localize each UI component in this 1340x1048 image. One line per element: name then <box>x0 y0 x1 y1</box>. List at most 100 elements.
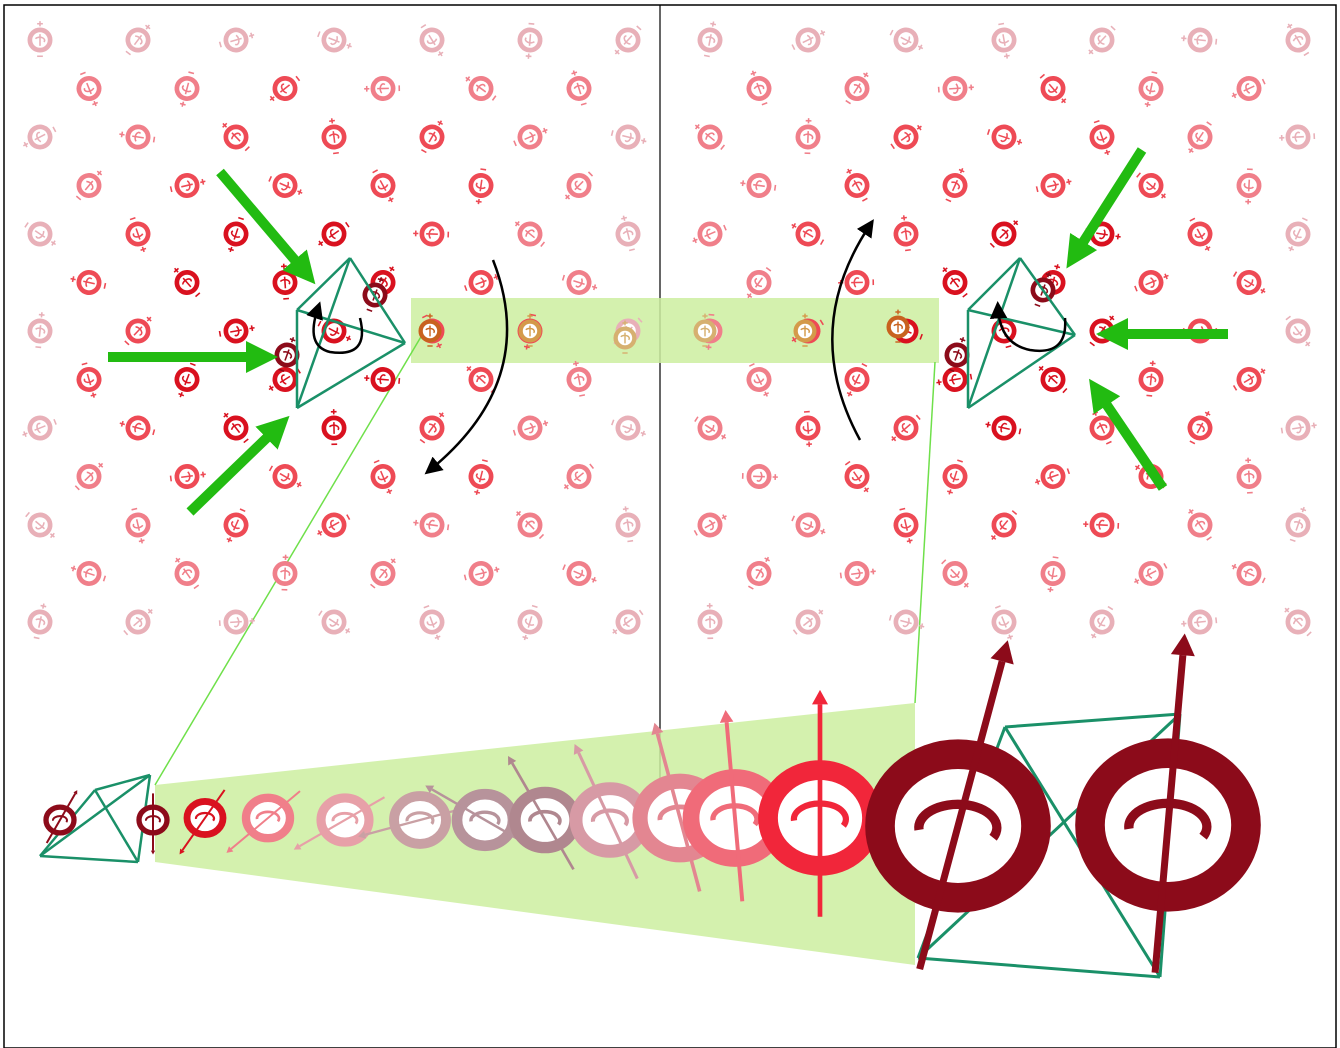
lattice-spin <box>1279 124 1316 150</box>
lattice-spin <box>692 221 727 247</box>
lattice-spin <box>364 367 401 392</box>
lattice-spin <box>561 270 598 295</box>
tetrahedron-icon <box>966 257 1077 410</box>
lattice-spin <box>888 609 925 635</box>
chain-spin <box>43 790 78 844</box>
lattice-spin <box>741 464 778 489</box>
lattice-spin <box>1138 360 1164 397</box>
lattice-spin <box>891 414 921 442</box>
lattice-spin <box>566 360 592 397</box>
lattice-spin <box>614 25 642 55</box>
lattice-spin <box>746 556 772 590</box>
lattice-spin <box>985 415 1022 441</box>
chain-spin <box>358 791 469 849</box>
lattice-spin <box>937 76 974 101</box>
lattice-spin <box>990 510 1018 540</box>
lattice-spin <box>1280 415 1317 441</box>
lattice-spin <box>1136 172 1166 199</box>
magnetic-moment-arrow-icon <box>724 722 745 902</box>
lattice-spin <box>1138 71 1164 108</box>
magnetic-moment-arrow-icon <box>655 733 702 892</box>
lattice-spin <box>318 221 350 247</box>
lattice-spin <box>1035 173 1072 198</box>
rotation-arrow-icon <box>424 259 509 475</box>
lattice-spin <box>1039 73 1067 104</box>
lattice-spin <box>413 221 450 247</box>
lattice-spin <box>321 409 347 446</box>
lattice-spin <box>1040 556 1066 593</box>
band-spin <box>793 313 817 347</box>
lattice-spin <box>75 170 103 201</box>
lattice-spin <box>419 605 445 640</box>
chain-spin <box>179 789 227 855</box>
lattice-spin <box>697 603 723 640</box>
lattice-spin <box>223 412 249 444</box>
lattice-spin <box>514 221 546 247</box>
lattice-spin <box>1231 561 1266 586</box>
spin-lattice <box>22 21 1317 641</box>
magnetic-moment-arrow-icon <box>181 789 226 851</box>
lattice-spin <box>222 122 250 152</box>
lattice-spin <box>173 267 201 298</box>
lattice-spin <box>125 216 151 253</box>
lattice-spin <box>169 173 206 198</box>
lattice-spin <box>1134 270 1169 295</box>
lattice-spin <box>515 510 545 540</box>
lattice-spin <box>1232 367 1266 392</box>
lattice-spin <box>942 167 968 203</box>
lattice-spin <box>125 507 151 544</box>
lattice-spin <box>795 118 821 155</box>
lattice-spin <box>174 362 200 398</box>
lattice-spin <box>465 76 497 101</box>
lattice-spin <box>419 120 445 154</box>
lattice-spin <box>936 367 973 392</box>
lattice-spin <box>317 512 351 538</box>
lattice-spin <box>740 173 777 198</box>
lattice-spin <box>517 22 543 59</box>
lattice-spin <box>318 609 351 635</box>
lattice-spin <box>942 459 968 495</box>
lattice-spin <box>22 415 57 441</box>
force-arrow-icon <box>216 168 316 285</box>
large-spin <box>865 640 1051 971</box>
lattice-spin <box>74 462 104 491</box>
lattice-spin <box>468 459 494 495</box>
lattice-spin <box>419 24 445 57</box>
chain-spin <box>136 793 170 855</box>
lattice-spin <box>612 609 644 635</box>
force-arrow-icon <box>1089 378 1168 491</box>
magnetic-moment-arrow-icon <box>577 752 639 880</box>
lattice-spin <box>124 316 152 346</box>
lattice-spin <box>25 511 55 539</box>
lattice-spin <box>942 267 968 298</box>
lattice-spin <box>795 410 821 447</box>
lattice-spin <box>468 168 494 205</box>
lattice-spin <box>1088 25 1116 55</box>
lattice-spin <box>844 363 870 397</box>
lattice-spin <box>693 512 727 538</box>
lattice-spin <box>1187 217 1213 252</box>
lattice-spin <box>838 270 875 295</box>
lattice-spin <box>123 608 153 636</box>
lattice-spin <box>986 124 1023 150</box>
magnetic-moment-arrow-icon <box>230 790 301 850</box>
overlays <box>39 147 1228 864</box>
lattice-spin <box>991 605 1017 640</box>
lattice-spin <box>615 506 641 543</box>
dark-spin <box>944 337 970 372</box>
lattice-spin <box>792 609 824 635</box>
lattice-spin <box>566 70 592 106</box>
lattice-spin <box>517 604 543 641</box>
lattice-spin <box>562 561 597 586</box>
lattice-spin <box>839 561 876 586</box>
lattice-spin <box>791 221 825 247</box>
lattice-spin <box>615 215 641 252</box>
lattice-spin <box>370 169 396 203</box>
lattice-spin <box>513 124 548 150</box>
lattice-spin <box>1232 270 1266 295</box>
lattice-spin <box>991 22 1017 59</box>
lattice-spin <box>791 512 826 538</box>
guide-line-right <box>914 361 936 704</box>
lattice-spin <box>22 124 57 150</box>
